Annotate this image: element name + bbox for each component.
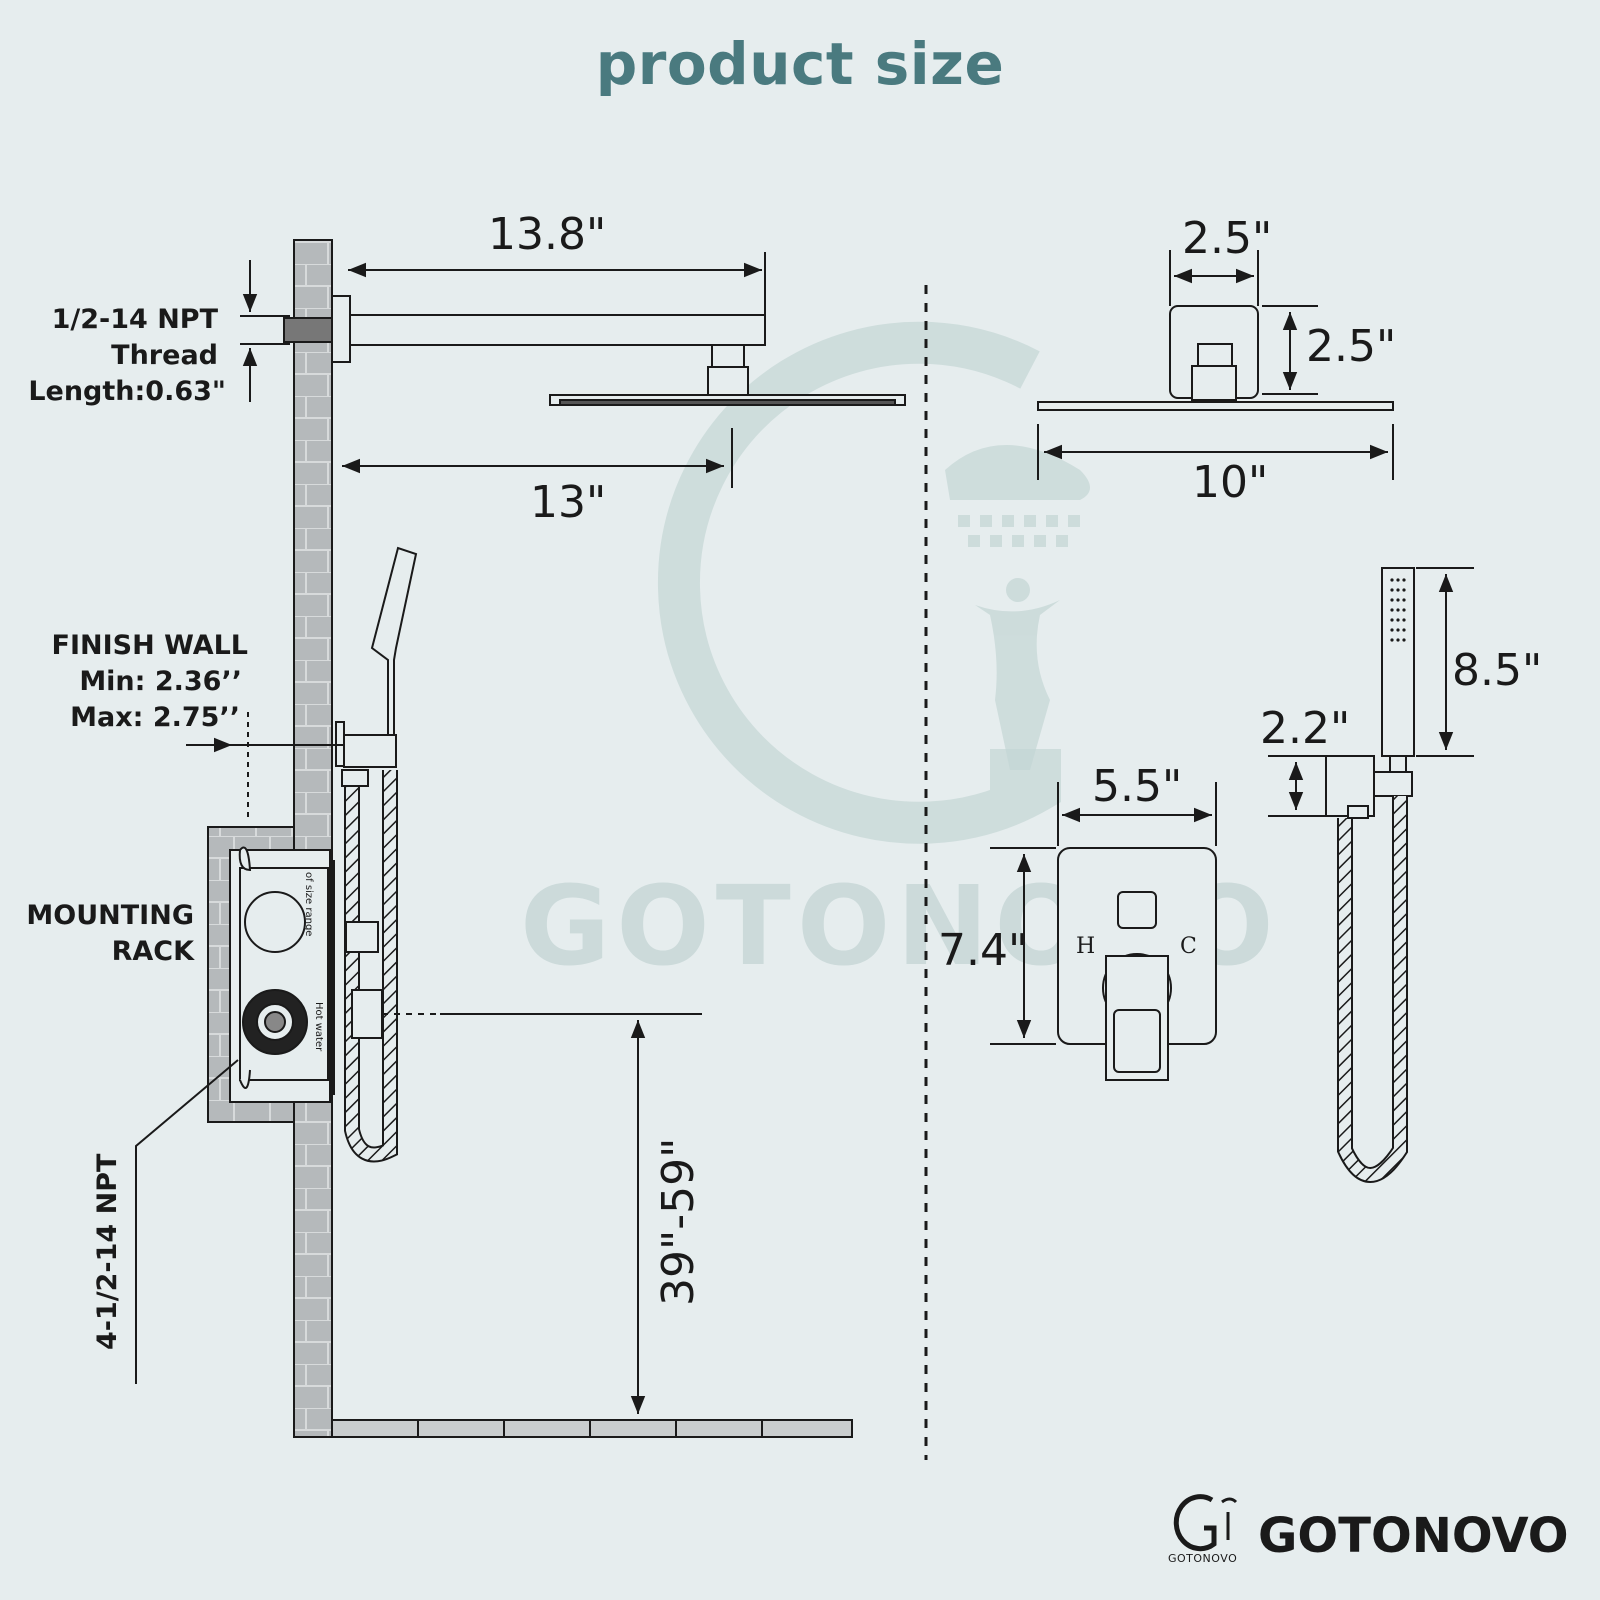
mounting-rack-label: MOUNTING RACK	[10, 898, 194, 970]
valve-trim-front	[1057, 847, 1217, 1081]
brand-logo-icon	[1173, 1494, 1238, 1552]
head-width-dimension: 10"	[1192, 457, 1269, 508]
shower-arm-side	[283, 295, 906, 406]
mounting-rack-line-2: RACK	[111, 936, 194, 967]
mounting-rack-line-1: MOUNTING	[26, 900, 194, 931]
trim-height-dimension: 7.4"	[938, 925, 1029, 976]
thread-label-line-2: Thread	[111, 340, 218, 371]
trim-width-dimension: 5.5"	[1092, 761, 1183, 812]
height-range-dimension: 39"-59"	[653, 1137, 704, 1306]
cold-marker: C	[1180, 934, 1197, 959]
size-range-text: of size range	[303, 872, 314, 937]
hot-water-text: Hot water	[313, 1002, 324, 1052]
brand-name: GOTONOVO	[1258, 1508, 1569, 1564]
finish-wall-line-2: Min: 2.36’’	[79, 666, 242, 697]
handheld-length-dimension: 8.5"	[1452, 645, 1543, 696]
arm-reach-dimension: 13"	[530, 477, 607, 528]
handheld-front	[1325, 567, 1415, 1183]
holder-height-dimension: 2.2"	[1260, 703, 1351, 754]
flange-height-dimension: 2.5"	[1306, 321, 1397, 372]
handheld-side	[333, 546, 418, 1163]
page-title: product size	[595, 30, 1005, 98]
npt-inlets-label: 4-1/2-14 NPT	[92, 1153, 123, 1350]
thread-label-line-1: 1/2-14 NPT	[51, 304, 218, 335]
floor	[331, 1419, 853, 1438]
finish-wall-line-3: Max: 2.75’’	[70, 702, 240, 733]
finish-wall-label: FINISH WALL Min: 2.36’’ Max: 2.75’’	[20, 628, 248, 736]
arm-length-dimension: 13.8"	[488, 209, 607, 260]
valve-body-side	[238, 846, 329, 1089]
shower-head-front	[1037, 305, 1394, 411]
wall	[207, 239, 333, 1438]
hot-marker: H	[1076, 934, 1096, 959]
finish-wall-line-1: FINISH WALL	[51, 630, 248, 661]
flange-width-dimension: 2.5"	[1182, 213, 1273, 264]
brand-logo-caption: GOTONOVO	[1168, 1552, 1238, 1565]
thread-label-line-3: Length:0.63"	[28, 376, 226, 407]
thread-label: 1/2-14 NPT Thread Length:0.63"	[20, 302, 226, 410]
